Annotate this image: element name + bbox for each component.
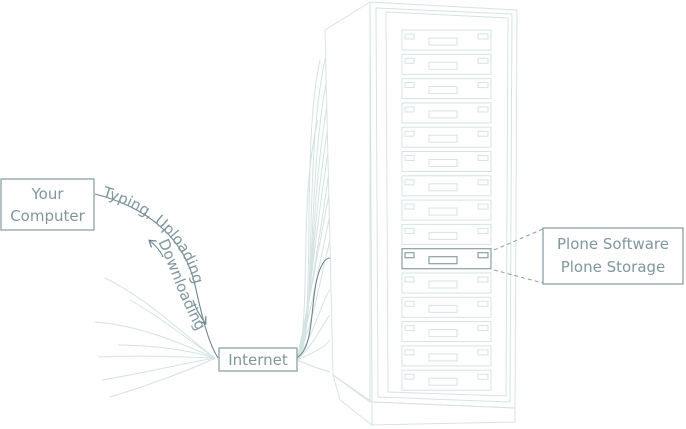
slot-indicator-left — [404, 227, 415, 234]
wire-internet-to-server — [295, 257, 331, 359]
slot-indicator-left — [404, 373, 415, 380]
background-wires-rack — [296, 39, 331, 373]
internet-label: Internet — [228, 351, 288, 369]
slot-drive-bay — [428, 329, 458, 338]
rack-slot — [401, 369, 492, 391]
slot-drive-bay — [428, 353, 458, 362]
callout-line-top — [493, 228, 544, 251]
slot-indicator-right — [477, 57, 489, 64]
slot-drive-bay — [428, 256, 458, 265]
slot-indicator-left — [404, 57, 415, 64]
slot-indicator-right — [477, 252, 489, 259]
slot-indicator-left — [404, 325, 415, 332]
slot-indicator-right — [477, 106, 489, 113]
rack-slot-highlighted — [401, 248, 492, 270]
slot-indicator-right — [477, 349, 489, 356]
rack-slot — [401, 102, 492, 124]
slot-indicator-right — [477, 300, 489, 307]
download-arrow-icon — [150, 241, 164, 258]
slot-indicator-right — [477, 276, 489, 283]
internet-node: Internet — [218, 347, 298, 372]
your-computer-line2: Computer — [10, 207, 85, 225]
plone-callout: Plone Software Plone Storage — [542, 227, 684, 285]
rack-slot — [401, 296, 492, 318]
slot-indicator-left — [404, 349, 415, 356]
slot-drive-bay — [428, 37, 458, 46]
slot-indicator-right — [477, 227, 489, 234]
slot-drive-bay — [428, 377, 458, 386]
slot-indicator-right — [477, 179, 489, 186]
slot-drive-bay — [428, 61, 458, 70]
slot-indicator-left — [404, 130, 415, 137]
slot-drive-bay — [428, 110, 458, 119]
your-computer-node: Your Computer — [0, 178, 95, 231]
slot-drive-bay — [428, 134, 458, 143]
upload-arrow-icon — [192, 299, 205, 323]
slot-indicator-left — [404, 203, 415, 210]
rack-slot — [401, 78, 492, 100]
slot-drive-bay — [428, 280, 458, 289]
upload-label: Typing, Uploading — [100, 183, 207, 286]
slot-indicator-left — [404, 106, 415, 113]
background-wires-left — [94, 277, 216, 398]
rack-slot — [401, 53, 492, 75]
wire-computer-to-internet — [94, 193, 219, 359]
slot-drive-bay — [428, 231, 458, 240]
slot-indicator-left — [404, 179, 415, 186]
rack-slot — [401, 199, 492, 221]
slot-drive-bay — [428, 304, 458, 313]
slot-indicator-right — [477, 155, 489, 161]
rack-slot — [401, 223, 492, 245]
your-computer-line1: Your — [30, 185, 64, 203]
plone-software-label: Plone Software — [557, 235, 669, 253]
slot-drive-bay — [428, 86, 458, 95]
rack-slot — [401, 29, 492, 51]
rack-slot — [401, 345, 492, 367]
rack-slot — [401, 151, 492, 172]
rack-slot — [401, 126, 492, 148]
rack-slot — [401, 272, 492, 294]
slot-drive-bay — [428, 183, 458, 192]
rack-slot — [401, 175, 492, 197]
slot-drive-bay — [428, 159, 458, 167]
plone-storage-label: Plone Storage — [561, 258, 666, 276]
rack-slot — [401, 321, 492, 343]
slot-indicator-left — [404, 82, 415, 89]
slot-indicator-left — [404, 300, 415, 307]
slot-indicator-right — [477, 203, 489, 210]
slot-indicator-left — [404, 155, 415, 161]
slot-indicator-left — [404, 252, 415, 259]
rack-slots — [401, 29, 492, 391]
slot-indicator-right — [477, 130, 489, 137]
slot-indicator-left — [404, 33, 415, 40]
slot-indicator-right — [477, 373, 489, 380]
slot-drive-bay — [428, 207, 458, 216]
slot-indicator-left — [404, 276, 415, 283]
slot-indicator-right — [477, 325, 489, 332]
callout-line-bottom — [493, 269, 544, 284]
slot-indicator-right — [477, 82, 489, 89]
slot-indicator-right — [477, 33, 489, 40]
